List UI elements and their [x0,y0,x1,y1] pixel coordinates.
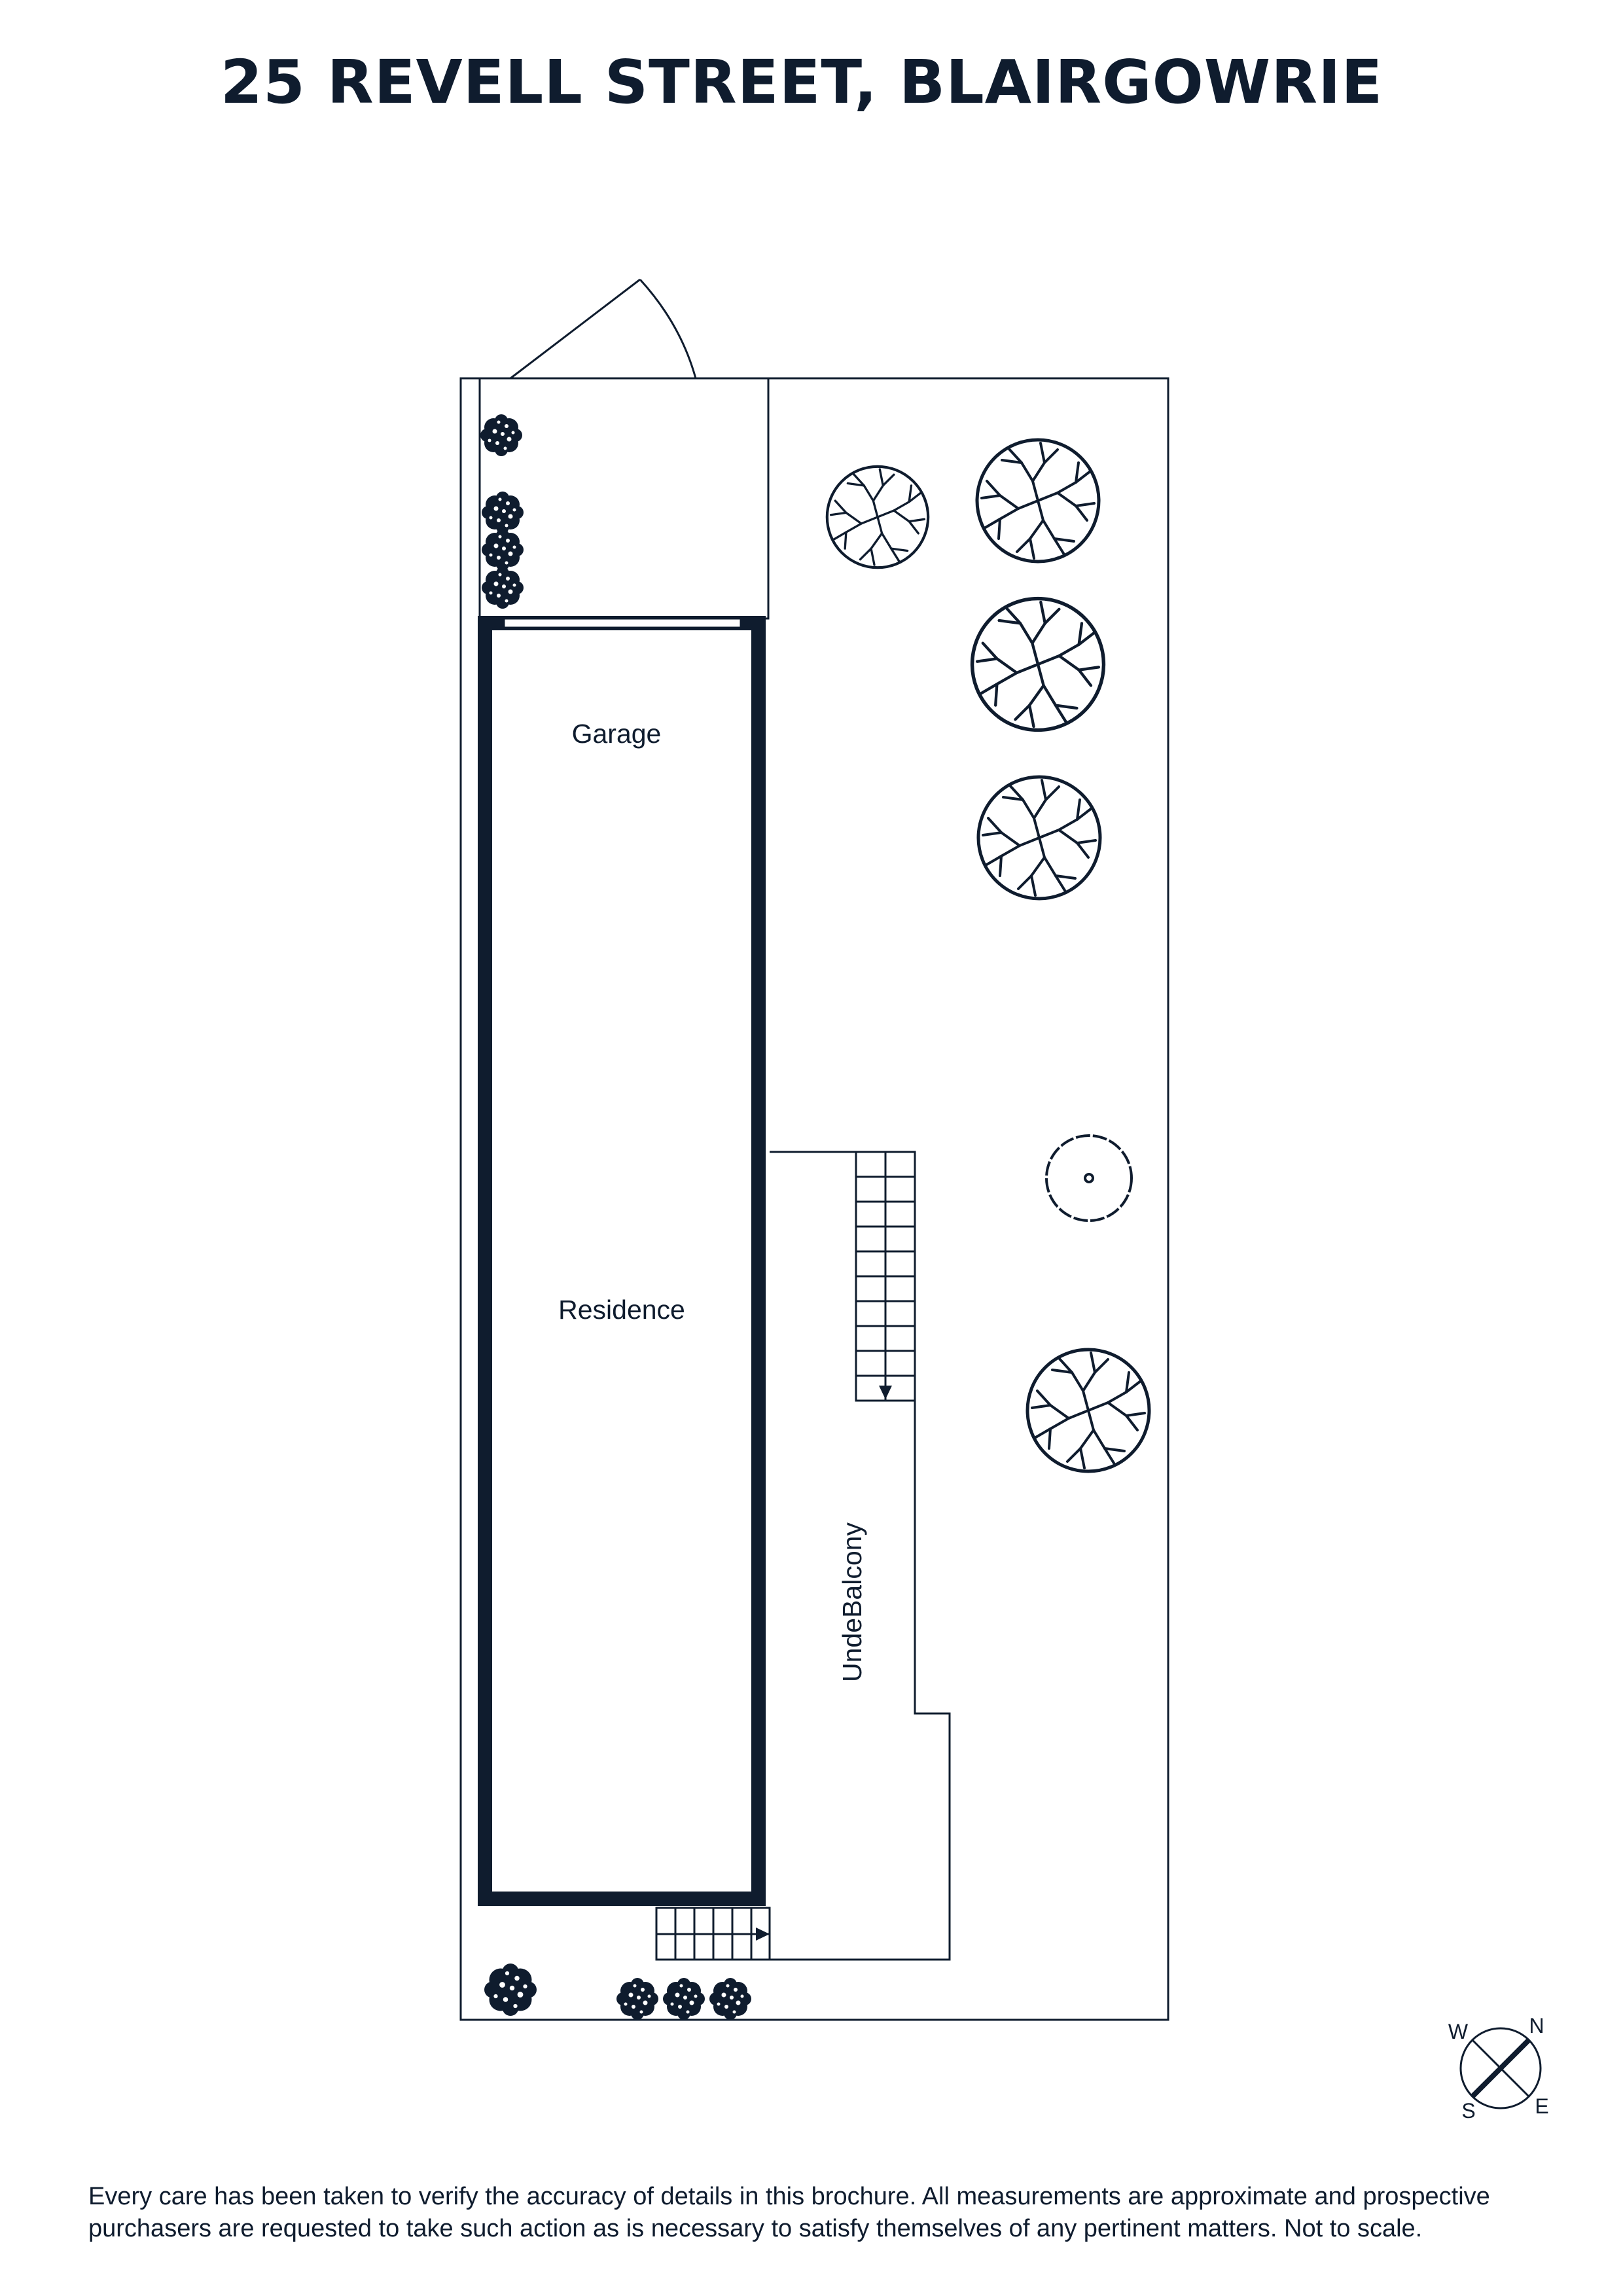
stairs-lower [655,1907,771,1961]
shrub-icon [1045,1134,1133,1222]
room-label-garage: Garage [572,719,662,749]
bush-icon [663,1978,705,2020]
tree-icon [978,777,1100,899]
disclaimer-line-1: Every care has been taken to verify the … [88,2183,1490,2210]
compass-e: E [1535,2094,1548,2118]
room-label-residence: Residence [558,1295,685,1325]
garage-door [503,617,742,629]
bush-icon [482,529,524,571]
bush-icon [482,567,524,609]
tree-icon [972,599,1104,730]
bush-icon [616,1978,658,2020]
bush-icon [482,492,524,533]
page-title: 25 REVELL STREET, BLAIRGOWRIE [220,47,1383,117]
tree-icon [827,467,928,567]
residence-outline [478,616,766,1906]
tree-icon [1027,1350,1149,1471]
bush-icon [709,1978,751,2020]
driveway [478,377,770,620]
compass-s: S [1461,2099,1475,2123]
room-label-under-balcony: UndeBalcony [837,1522,867,1682]
stairs-upper-arrow [879,1386,892,1399]
site-boundary [459,377,1169,2021]
bush-icon [484,1964,537,2016]
bush-icon [480,414,522,456]
disclaimer-line-2: purchasers are requested to take such ac… [88,2215,1423,2242]
compass-icon: N W S E [1448,2014,1549,2123]
stairs-lower-arrow [756,1928,770,1941]
compass-n: N [1529,2014,1544,2037]
disclaimer: Every care has been taken to verify the … [88,2181,1554,2245]
gate-swing [510,278,697,380]
tree-icon [977,440,1099,562]
stairs-upper [855,1151,916,1402]
compass-w: W [1448,2020,1469,2043]
